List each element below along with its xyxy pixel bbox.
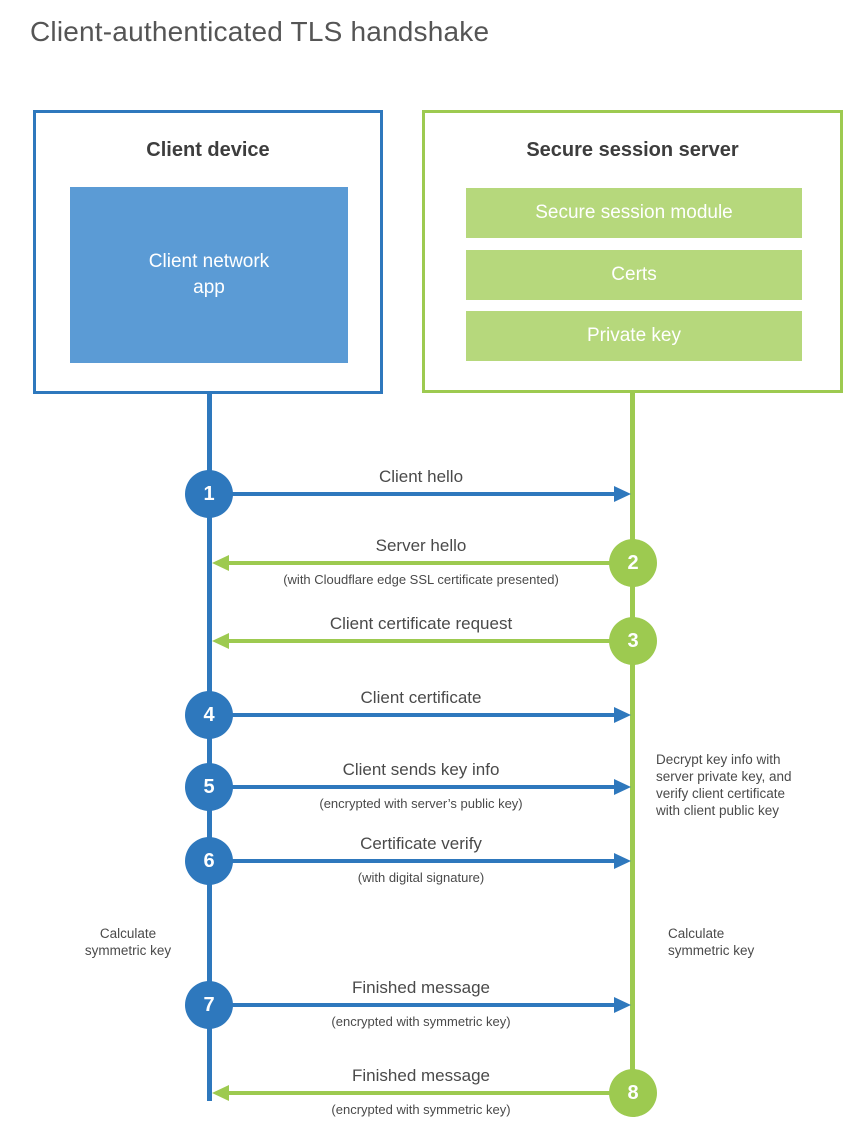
server-lifeline xyxy=(630,393,635,1095)
arrow-head-right-icon xyxy=(614,707,631,723)
step-circle: 4 xyxy=(185,691,233,739)
arrow-head-right-icon xyxy=(614,853,631,869)
message-label: Finished message xyxy=(352,1066,490,1085)
server-module-secure-session: Secure session module xyxy=(466,188,802,238)
message-label: Client sends key info xyxy=(342,760,500,779)
step-circle: 6 xyxy=(185,837,233,885)
step-circle: 7 xyxy=(185,981,233,1029)
message-sublabel: (encrypted with server’s public key) xyxy=(319,796,523,811)
step-circle: 8 xyxy=(609,1069,657,1117)
arrow-head-left-icon xyxy=(212,1085,229,1101)
message-sublabel: (encrypted with symmetric key) xyxy=(331,1014,511,1029)
arrow-line xyxy=(228,639,618,643)
arrow-line xyxy=(222,713,615,717)
server-module-certs: Certs xyxy=(466,250,802,300)
arrow-head-right-icon xyxy=(614,779,631,795)
arrow-head-left-icon xyxy=(212,555,229,571)
arrow-line xyxy=(222,785,615,789)
arrow-line xyxy=(228,561,618,565)
message-sublabel: (with digital signature) xyxy=(357,870,485,885)
message-sublabel: (encrypted with symmetric key) xyxy=(331,1102,511,1117)
arrow-head-right-icon xyxy=(614,486,631,502)
arrow-line xyxy=(222,492,615,496)
message-label: Client hello xyxy=(378,467,464,486)
client-lifeline xyxy=(207,394,212,1101)
arrow-head-right-icon xyxy=(614,997,631,1013)
arrow-line xyxy=(222,859,615,863)
message-label: Certificate verify xyxy=(360,834,482,853)
step-circle: 2 xyxy=(609,539,657,587)
message-label: Finished message xyxy=(352,978,490,997)
message-label: Client certificate xyxy=(360,688,482,707)
message-sublabel: (with Cloudflare edge SSL certificate pr… xyxy=(283,572,559,587)
arrow-line xyxy=(228,1091,618,1095)
step-circle: 3 xyxy=(609,617,657,665)
client-device-title: Client device xyxy=(146,139,270,161)
server-title: Secure session server xyxy=(526,139,739,161)
server-module-private-key: Private key xyxy=(466,311,802,361)
calculate-symmetric-key-server-note: Calculate symmetric key xyxy=(668,926,755,958)
arrow-head-left-icon xyxy=(212,633,229,649)
step-circle: 5 xyxy=(185,763,233,811)
calculate-symmetric-key-client-note: Calculate symmetric key xyxy=(84,926,172,958)
client-network-app-box: Client network app xyxy=(70,187,348,363)
step-circle: 1 xyxy=(185,470,233,518)
arrow-line xyxy=(222,1003,615,1007)
message-label: Server hello xyxy=(375,536,467,555)
message-label: Client certificate request xyxy=(329,614,513,633)
page-title: Client-authenticated TLS handshake xyxy=(30,16,490,47)
decrypt-key-note: Decrypt key info with server private key… xyxy=(656,752,792,818)
